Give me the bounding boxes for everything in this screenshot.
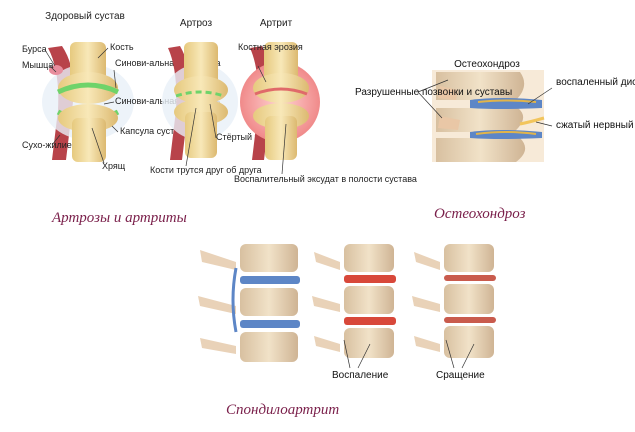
label-synovial-membrane-text: Синови-альная оболочка: [115, 58, 221, 68]
label-cartilage: Хрящ: [102, 161, 126, 171]
spine-fusion: [412, 244, 496, 358]
arthritis-title: Артрит: [260, 18, 293, 29]
leader-nerve-root: [535, 121, 553, 127]
spine3-disc-2: [444, 317, 496, 323]
upper-bone-head: [58, 72, 118, 104]
process-2: [438, 116, 460, 130]
leader-erosion: [257, 65, 267, 83]
spine3-process-2: [412, 296, 440, 312]
vertebra-bottom: [436, 138, 526, 162]
leader-muscle: [49, 65, 57, 73]
leader-bone: [97, 47, 109, 59]
spine1-vertebra-1: [240, 244, 298, 272]
spine3-vertebra-1: [444, 244, 494, 272]
spine2-process-3: [314, 336, 340, 352]
label-inflamed-disc: воспаленный диск: [556, 77, 635, 88]
spine1-vertebra-2: [240, 288, 298, 316]
arthritis-cartilage-upper: [254, 87, 308, 96]
arthrosis-title: Артроз: [180, 18, 213, 29]
spine-inflammation: [312, 244, 396, 358]
leader-synovial-fluid: [103, 101, 115, 105]
label-exudate: Воспалительный эксудат в полости сустава: [234, 174, 417, 184]
leader-destroyed-2: [417, 91, 443, 119]
spine2-vertebra-2: [344, 286, 394, 314]
osteo-title: Остеохондроз: [454, 59, 520, 70]
spondylo-panel: Воспаление Сращение Спондилоартрит: [198, 244, 496, 418]
spine1-disc-2: [240, 320, 300, 328]
leader-cartilage: [91, 127, 105, 164]
osteo-caption: Остеохондроз: [434, 206, 526, 222]
leader-bones-rub: [185, 107, 197, 167]
leader-worn-cartilage: [209, 103, 217, 139]
leader-bursa: [44, 49, 56, 67]
spondylo-caption: Спондилоартрит: [226, 402, 339, 418]
spine1-spinal-line: [231, 267, 238, 333]
process-1: [438, 86, 458, 100]
spine3-vertebra-3: [444, 326, 494, 358]
label-fusion: Сращение: [436, 370, 485, 381]
spine2-disc-2: [344, 317, 396, 325]
leader-inflammation-2: [357, 343, 371, 369]
label-bones-rub: Кости трутся друг об друга: [150, 165, 262, 175]
arthritis-joint: [240, 42, 320, 160]
label-bone: Кость: [110, 42, 134, 52]
bursa-shape: [49, 65, 63, 75]
arthrosis-upper-head: [174, 76, 228, 104]
joints-panel: Здоровый сустав Артроз Артрит Бурса Мышц…: [22, 11, 417, 226]
label-nerve-root: сжатый нервный корешок: [556, 120, 635, 131]
leader-exudate: [281, 123, 287, 175]
spine2-vertebra-3: [344, 328, 394, 358]
label-tendon-text: Сухо-жилие: [22, 140, 72, 150]
leader-tendon: [51, 134, 61, 146]
spine2-disc-1: [344, 275, 396, 283]
label-destroyed: Разрушенные позвонки и суставы: [355, 87, 512, 98]
label-worn-cartilage: Стёртый хрящ: [216, 132, 277, 142]
arthrosis-upper-bone: [184, 42, 218, 86]
compressed-disc-edge: [475, 131, 537, 135]
inflamed-disc-edge: [477, 99, 537, 103]
nerve-root: [519, 116, 545, 126]
spine1-process-2: [198, 296, 236, 314]
spine-healthy: [198, 244, 300, 362]
upper-cartilage: [56, 82, 120, 95]
spine2-process-2: [312, 296, 340, 312]
spine3-process-1: [414, 252, 440, 270]
leader-inflamed-disc: [527, 87, 553, 105]
label-capsule: Капсула сустава: [120, 126, 189, 136]
spine1-disc-1: [240, 276, 300, 284]
leader-inflammation-1: [343, 339, 351, 369]
leader-fusion-1: [445, 339, 455, 369]
leader-fusion-2: [461, 343, 475, 369]
label-synovial-membrane: Синови-альная оболочка: [115, 58, 221, 68]
healthy-joint-title: Здоровый сустав: [45, 11, 125, 22]
spine1-vertebra-3: [240, 332, 298, 362]
lower-bone: [72, 118, 106, 162]
label-muscle: Мышца: [22, 60, 53, 70]
spine1-process-1: [200, 250, 236, 270]
label-erosion: Костная эрозия: [238, 42, 303, 52]
spine1-process-3: [200, 338, 236, 354]
arthrosis-joint: [162, 42, 238, 160]
label-tendon: Сухо-жилие: [22, 140, 72, 150]
leader-capsule: [111, 125, 119, 133]
label-bursa: Бурса: [22, 44, 47, 54]
arthrosis-cartilage: [175, 90, 225, 98]
leader-synovial-membrane: [113, 69, 117, 89]
joints-caption: Артрозы и артриты: [51, 210, 187, 226]
spine3-process-3: [414, 336, 440, 352]
spine3-disc-1: [444, 275, 496, 281]
label-inflammation: Воспаление: [332, 370, 389, 381]
osteochondrosis-panel: Остеохондроз Разрушенные позвонки и суст…: [355, 59, 635, 222]
spine2-vertebra-1: [344, 244, 394, 272]
leader-destroyed-1: [417, 79, 449, 93]
spine2-process-1: [314, 252, 340, 270]
spine3-vertebra-2: [444, 284, 494, 314]
arthritis-lower-bone: [265, 116, 297, 160]
arthrosis-lower-bone: [185, 112, 217, 158]
vertebra-top: [436, 72, 525, 100]
healthy-joint: [42, 42, 134, 162]
